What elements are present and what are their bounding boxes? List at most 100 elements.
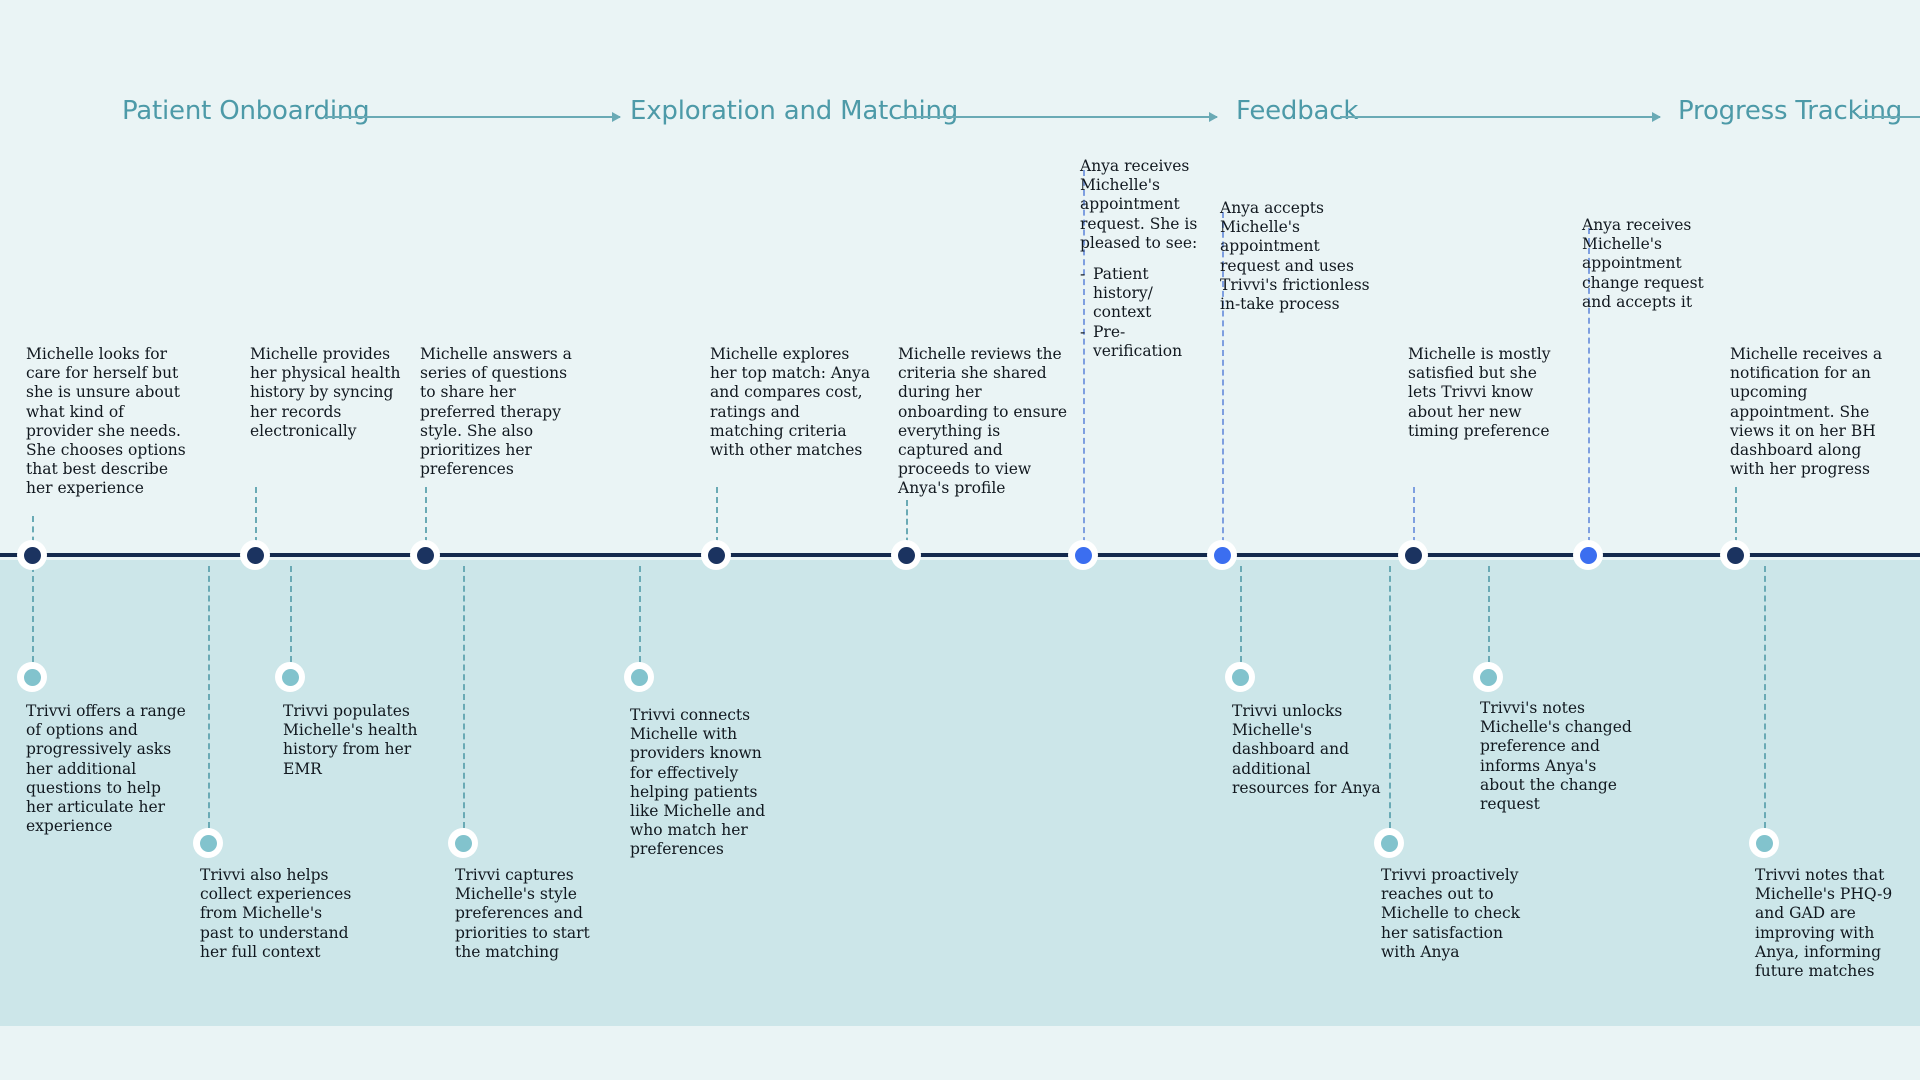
patient-step-note-2: Michelle provides her physical health hi… (250, 345, 410, 441)
assistant-node-4[interactable] (448, 828, 478, 858)
connector-line (255, 487, 257, 553)
patient-step-note-2-text: Michelle provides her physical health hi… (250, 345, 401, 440)
patient-step-note-6-bullet-list: Patient history/ contextPre-verification (1080, 265, 1206, 361)
patient-step-note-7-text: Anya accepts Michelle's appointment requ… (1220, 199, 1370, 314)
patient-step-note-9: Anya receives Michelle's appointment cha… (1582, 216, 1732, 312)
timeline-node-8[interactable] (1398, 540, 1428, 570)
assistant-step-note-3: Trivvi populates Michelle's health histo… (283, 702, 443, 779)
connector-line (1240, 566, 1242, 662)
node-dot-icon (281, 668, 299, 686)
assistant-node-2[interactable] (193, 828, 223, 858)
patient-step-note-10-text: Michelle receives a notification for an … (1730, 345, 1883, 479)
node-dot-icon (630, 668, 648, 686)
assistant-node-7[interactable] (1374, 828, 1404, 858)
timeline-node-2[interactable] (240, 540, 270, 570)
assistant-node-9[interactable] (1749, 828, 1779, 858)
timeline-node-6[interactable] (1068, 540, 1098, 570)
patient-step-note-8-text: Michelle is mostly satisfied but she let… (1408, 345, 1551, 440)
arrow-right-icon (1858, 116, 1920, 118)
phase-label-0: Patient Onboarding (122, 96, 370, 126)
patient-step-note-10: Michelle receives a notification for an … (1730, 345, 1890, 479)
assistant-step-note-5: Trivvi connects Michelle with providers … (630, 706, 785, 860)
connector-line (1588, 228, 1590, 553)
background-band-footer (0, 1026, 1920, 1080)
assistant-node-8[interactable] (1473, 662, 1503, 692)
node-dot-icon (897, 546, 915, 564)
node-dot-icon (416, 546, 434, 564)
connector-line (32, 516, 34, 553)
assistant-step-note-6-text: Trivvi unlocks Michelle's dashboard and … (1232, 702, 1381, 797)
connector-line (1764, 566, 1766, 828)
assistant-step-note-4: Trivvi captures Michelle's style prefere… (455, 866, 620, 962)
assistant-step-note-8: Trivvi's notes Michelle's changed prefer… (1480, 699, 1640, 814)
node-dot-icon (1231, 668, 1249, 686)
background-band-top (0, 0, 1920, 560)
patient-step-note-3: Michelle answers a series of questions t… (420, 345, 580, 479)
assistant-step-note-8-text: Trivvi's notes Michelle's changed prefer… (1480, 699, 1632, 814)
assistant-step-note-2-text: Trivvi also helps collect experiences fr… (200, 866, 352, 961)
patient-step-note-6-text: Anya receives Michelle's appointment req… (1080, 157, 1198, 252)
patient-step-note-6: Anya receives Michelle's appointment req… (1080, 157, 1206, 361)
node-dot-icon (454, 834, 472, 852)
assistant-node-6[interactable] (1225, 662, 1255, 692)
node-dot-icon (1074, 546, 1092, 564)
timeline-node-3[interactable] (410, 540, 440, 570)
timeline-node-1[interactable] (17, 540, 47, 570)
connector-line (1488, 566, 1490, 662)
assistant-node-3[interactable] (275, 662, 305, 692)
phase-label-1: Exploration and Matching (630, 96, 959, 126)
arrow-right-icon (325, 112, 621, 122)
node-dot-icon (246, 546, 264, 564)
list-item: Patient history/ context (1080, 265, 1206, 323)
phase-label-3: Progress Tracking (1678, 96, 1903, 126)
patient-step-note-5-text: Michelle reviews the criteria she shared… (898, 345, 1068, 498)
connector-line (639, 566, 641, 662)
timeline-node-10[interactable] (1720, 540, 1750, 570)
node-dot-icon (1380, 834, 1398, 852)
assistant-step-note-7: Trivvi proactively reaches out to Michel… (1381, 866, 1541, 962)
connector-line (1389, 566, 1391, 828)
arrow-right-icon (900, 112, 1218, 122)
list-item: Pre-verification (1080, 323, 1206, 361)
timeline-node-4[interactable] (701, 540, 731, 570)
node-dot-icon (1404, 546, 1422, 564)
connector-line (1735, 487, 1737, 553)
patient-step-note-8: Michelle is mostly satisfied but she let… (1408, 345, 1558, 441)
assistant-step-note-4-text: Trivvi captures Michelle's style prefere… (455, 866, 590, 961)
assistant-step-note-1: Trivvi offers a range of options and pro… (26, 702, 191, 836)
patient-step-note-4-text: Michelle explores her top match: Anya an… (710, 345, 871, 460)
phase-header-row: Patient Onboarding Exploration and Matchi… (0, 96, 1920, 136)
assistant-node-5[interactable] (624, 662, 654, 692)
assistant-step-note-1-text: Trivvi offers a range of options and pro… (26, 702, 186, 836)
connector-line (32, 566, 34, 662)
timeline-node-9[interactable] (1573, 540, 1603, 570)
assistant-step-note-9: Trivvi notes that Michelle's PHQ-9 and G… (1755, 866, 1920, 981)
patient-step-note-4: Michelle explores her top match: Anya an… (710, 345, 875, 460)
node-dot-icon (23, 668, 41, 686)
patient-step-note-1: Michelle looks for care for herself but … (26, 345, 186, 499)
node-dot-icon (23, 546, 41, 564)
node-dot-icon (199, 834, 217, 852)
patient-step-note-7: Anya accepts Michelle's appointment requ… (1220, 199, 1370, 314)
timeline-node-7[interactable] (1207, 540, 1237, 570)
assistant-step-note-2: Trivvi also helps collect experiences fr… (200, 866, 360, 962)
node-dot-icon (1579, 546, 1597, 564)
patient-step-note-5: Michelle reviews the criteria she shared… (898, 345, 1068, 499)
connector-line (1222, 212, 1224, 553)
node-dot-icon (707, 546, 725, 564)
node-dot-icon (1726, 546, 1744, 564)
connector-line (425, 487, 427, 553)
connector-line (463, 566, 465, 828)
background-band-bottom (0, 560, 1920, 1026)
node-dot-icon (1213, 546, 1231, 564)
timeline-spine (0, 553, 1920, 557)
assistant-step-note-5-text: Trivvi connects Michelle with providers … (630, 706, 766, 859)
connector-line (208, 566, 210, 828)
patient-step-note-3-text: Michelle answers a series of questions t… (420, 345, 572, 479)
assistant-node-1[interactable] (17, 662, 47, 692)
connector-line (1083, 170, 1085, 553)
assistant-step-note-9-text: Trivvi notes that Michelle's PHQ-9 and G… (1755, 866, 1893, 981)
node-dot-icon (1479, 668, 1497, 686)
arrow-right-icon (1340, 112, 1661, 122)
timeline-node-5[interactable] (891, 540, 921, 570)
